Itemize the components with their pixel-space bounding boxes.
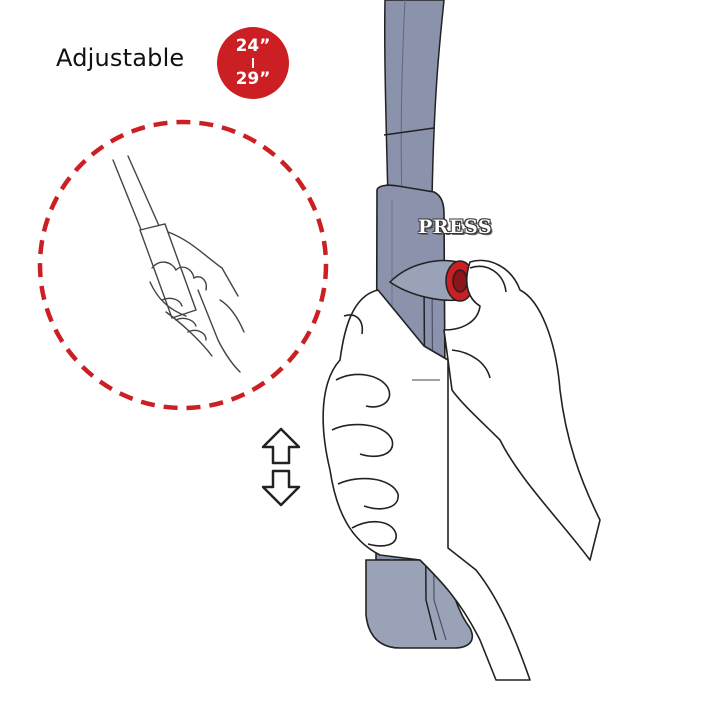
- right-hand: [443, 259, 601, 561]
- down-arrow-icon: [261, 469, 301, 507]
- title-adjustable: Adjustable: [56, 44, 185, 72]
- height-range-badge: 24” 29”: [217, 27, 289, 99]
- left-hand: [322, 289, 531, 681]
- badge-separator: [252, 58, 254, 68]
- detail-hand-sketch: [112, 155, 245, 373]
- release-button: [388, 259, 475, 302]
- badge-max-height: 29”: [235, 69, 271, 89]
- up-arrow-icon: [261, 427, 301, 465]
- detail-circle: [37, 119, 329, 411]
- press-label: PRESS: [418, 216, 493, 238]
- handle-tube: [383, 0, 445, 201]
- adjust-arrows: [261, 427, 301, 507]
- badge-min-height: 24”: [235, 36, 271, 56]
